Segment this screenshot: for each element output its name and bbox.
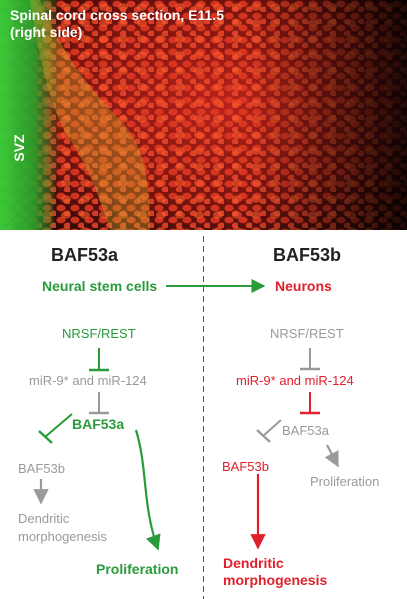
left-mirna-inhibits-baf53a: [89, 392, 109, 415]
left-nrsf-rest-label: NRSF/REST: [62, 326, 136, 341]
neurons-label: Neurons: [275, 278, 332, 294]
left-baf53b-label: BAF53b: [18, 461, 65, 476]
left-baf53a-to-proliferation-arrow: [134, 429, 161, 551]
right-baf53a-to-proliferation-arrow: [324, 444, 339, 468]
right-dendritic-line2: morphogenesis: [223, 572, 328, 588]
micrograph-image: [0, 0, 407, 230]
micrograph-caption-line1: Spinal cord cross section, E11.5: [10, 7, 224, 23]
right-baf53b-label: BAF53b: [222, 459, 269, 474]
right-mirna-inhibits-baf53a: [300, 392, 320, 415]
left-dendritic-line1: Dendritic: [18, 511, 70, 526]
right-rest-inhibits-mirna: [300, 348, 320, 371]
left-rest-inhibits-mirna: [89, 348, 109, 372]
left-proliferation-label: Proliferation: [96, 561, 179, 577]
right-nrsf-rest-label: NRSF/REST: [270, 326, 344, 341]
right-proliferation-label: Proliferation: [310, 474, 380, 489]
left-dendritic-line2: morphogenesis: [18, 529, 107, 544]
left-column-header: BAF53a: [51, 245, 119, 265]
left-baf53a-label: BAF53a: [72, 416, 125, 432]
left-mirna-label: miR-9* and miR-124: [29, 373, 147, 388]
right-mirna-label: miR-9* and miR-124: [236, 373, 354, 388]
neural-stem-cells-label: Neural stem cells: [42, 278, 158, 294]
right-dendritic-line1: Dendritic: [223, 555, 284, 571]
micrograph-caption-line2: (right side): [10, 24, 83, 40]
left-baf53a-inhibits-baf53b: [38, 413, 73, 444]
right-baf53a-inhibits-baf53b: [256, 419, 282, 443]
right-column-header: BAF53b: [273, 245, 342, 265]
right-baf53a-label: BAF53a: [282, 423, 329, 438]
svz-label: SVZ: [11, 134, 27, 162]
